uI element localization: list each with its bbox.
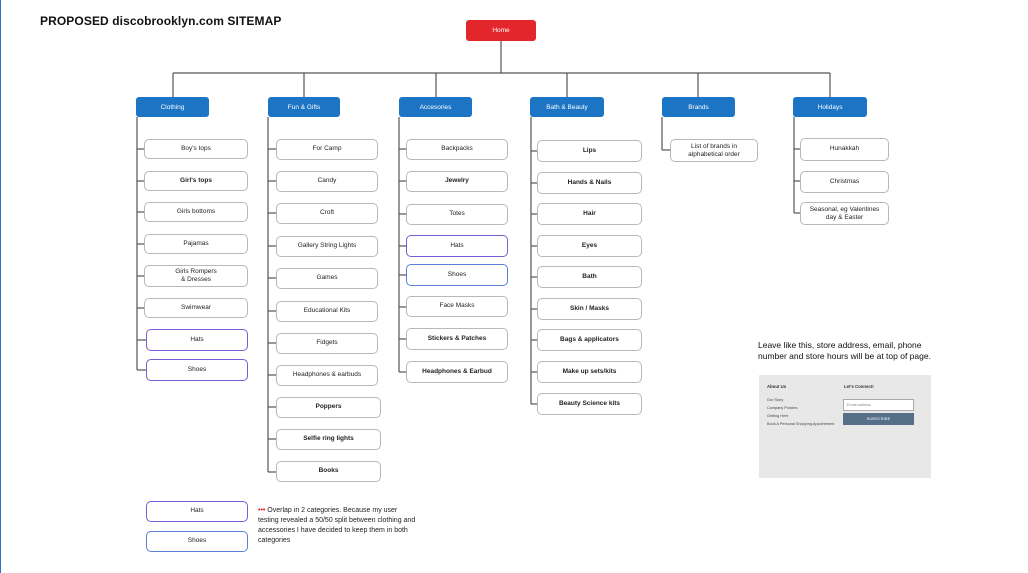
accessories-item-overlap: Hats [406,235,508,257]
fun-item: Headphones & earbuds [276,365,378,386]
accessories-item: Face Masks [406,296,508,317]
bath-item: Hair [537,203,642,225]
fun-item: Games [276,268,378,289]
bath-item: Bags & applicators [537,329,642,351]
accessories-item: Jewelry [406,171,508,192]
footer-link[interactable]: Getting Here [767,414,789,418]
bath-item: Skin / Masks [537,298,642,320]
overlap-note: ••• Overlap in 2 categories. Because my … [258,506,418,547]
fun-item: For Camp [276,139,378,160]
note-text: Overlap in 2 categories. Because my user… [258,507,416,545]
fun-item: Books [276,461,381,482]
fun-item: Selfie ring lights [276,429,381,450]
accessories-item: Stickers & Patches [406,328,508,350]
accessories-item: Totes [406,204,508,225]
bath-item: Eyes [537,235,642,257]
footer-about-heading: About Us [767,384,787,389]
accessories-item: Backpacks [406,139,508,160]
page-left-rule [0,0,1,573]
footer-link[interactable]: Book A Personal Shopping Appointment [767,422,835,426]
fun-item: Gallery String Lights [276,236,378,257]
bath-item: Lips [537,140,642,162]
category-bath-beauty: Bath & Beauty [530,97,604,117]
fun-item: Educational Kits [276,301,378,322]
bath-item: Hands & Nails [537,172,642,194]
clothing-item-overlap: Hats [146,329,248,351]
holidays-item: Seasonal, eg Valentines day & Easter [800,202,889,225]
fun-item: Candy [276,171,378,192]
page-title: PROPOSED discobrooklyn.com SITEMAP [40,14,282,28]
category-fun-gifts: Fun & Gifts [268,97,340,117]
category-holidays: Holidays [793,97,867,117]
clothing-item: Boy's tops [144,139,248,159]
footer-email-input[interactable]: Email address [843,399,914,411]
footer-mockup: About Us Our Story Company Policies Gett… [759,375,931,478]
fun-item: Poppers [276,397,381,418]
brands-item: List of brands in alphabetical order [670,139,758,162]
holidays-item: Hunakkah [800,138,889,161]
clothing-item: Girls bottoms [144,202,248,222]
accessories-item: Headphones & Earbud [406,361,508,383]
clothing-item: Girls Rompers & Dresses [144,265,248,287]
footer-connect-heading: Let's Connect! [844,384,874,389]
clothing-item: Swimwear [144,298,248,318]
home-node: Home [466,20,536,41]
holidays-item: Christmas [800,171,889,193]
clothing-item: Pajamas [144,234,248,254]
footer-link[interactable]: Company Policies [767,406,798,410]
fun-item: Fidgets [276,333,378,354]
footer-note: Leave like this, store address, email, p… [758,340,931,362]
footer-link[interactable]: Our Story [767,398,784,402]
category-brands: Brands [662,97,735,117]
clothing-item-overlap: Shoes [146,359,248,381]
category-clothing: Clothing [136,97,209,117]
bath-item: Beauty Science kits [537,393,642,415]
legend-shoes: Shoes [146,531,248,552]
bath-item: Make up sets/kits [537,361,642,383]
footer-subscribe-button[interactable]: SUBSCRIBE [843,413,914,425]
note-marker: ••• [258,507,266,514]
accessories-item-overlap: Shoes [406,264,508,286]
fun-item: Croft [276,203,378,224]
clothing-item: Girl's tops [144,171,248,191]
category-accessories: Accesories [399,97,472,117]
legend-hats: Hats [146,501,248,522]
bath-item: Bath [537,266,642,288]
